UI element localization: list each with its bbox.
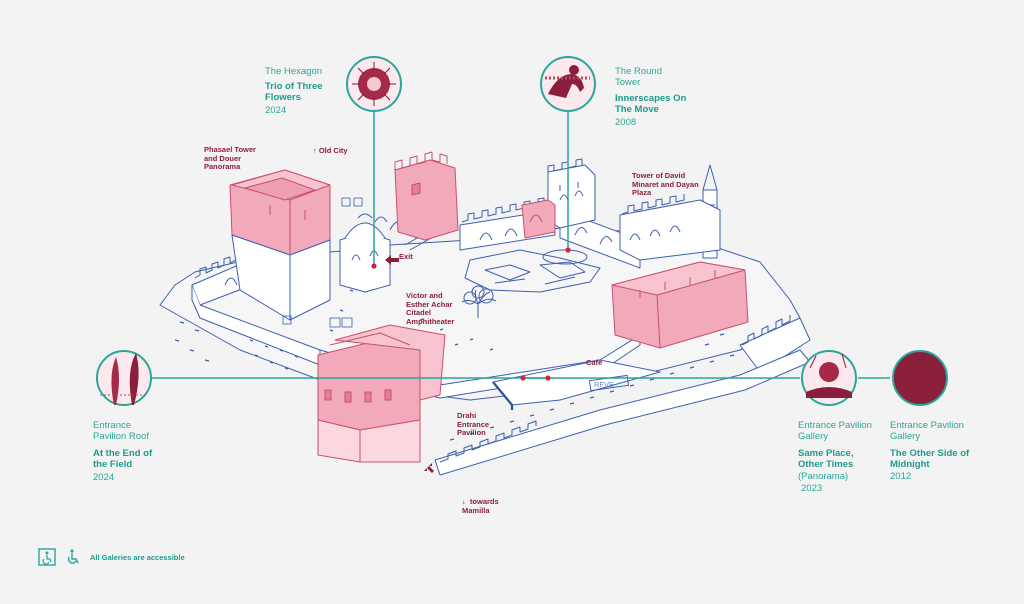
thumb-hexagon[interactable] [346,56,402,112]
entrance-arrow-icon [424,463,434,473]
round-tower-pink [521,199,556,239]
arrow-down-icon: ↓ [462,497,470,506]
marker-round-tower [565,247,571,253]
gallery-midnight-title[interactable]: The Other Side of Midnight [890,448,970,470]
label-cafe: Café [586,358,603,367]
arrow-up-icon: ↑ [313,146,319,155]
thumb-gallery-midnight[interactable] [892,350,948,406]
hexagon-place: The Hexagon [265,66,323,77]
marker-entrance-gallery [545,375,551,381]
hexagon-title[interactable]: Trio of Three Flowers [265,81,323,103]
thumb-entrance-roof[interactable] [96,350,152,406]
marker-entrance-roof [520,375,526,381]
courtyard-ruins [464,249,601,293]
round-tower-title[interactable]: Innerscapes On The Move [615,93,687,115]
hexagon-year: 2024 [265,105,287,116]
entrance-roof-title[interactable]: At the End of the Field [93,448,153,470]
label-minaret: Tower of David Minaret and Dayan Plaza [632,171,699,198]
accessibility-note: All Galeries are accessible [38,548,185,566]
east-wall [559,209,641,269]
gallery-panorama-place: Entrance Pavilion Gallery [798,420,872,442]
entrance-pavilion [317,339,421,431]
restroom-icon [282,197,363,328]
gallery-panorama-title[interactable]: Same Place, Other Times [798,448,854,470]
gallery-panorama-subtitle: (Panorama) [798,471,849,482]
entrance-roof-year: 2024 [93,472,115,483]
accessible-elevator-icon [38,548,56,566]
gallery-midnight-place: Entrance Pavilion Gallery [890,420,964,442]
thumb-gallery-panorama[interactable] [801,350,857,406]
entrance-roof-place: Entrance Pavilion Roof [93,420,149,442]
exit-arrow-icon [385,255,399,265]
gate-tower [394,159,459,241]
label-mamilla: ↓ towards Mamilla [462,497,499,515]
outer-wall-east [739,317,811,373]
marker-hexagon [371,263,377,269]
hexagon-building [339,231,391,293]
gallery-midnight-year: 2012 [890,471,912,482]
olive-tree-icon [461,285,497,318]
label-phasael: Phasael Tower and Douer Panorama [204,145,256,172]
round-tower-year: 2008 [615,117,637,128]
round-tower-place: The Round Tower [615,66,663,88]
label-amphitheater: Victor and Esther Achar Citadel Amphithe… [406,291,455,326]
david-tower-building [619,199,721,261]
gallery-panorama-year: 2023 [801,483,823,494]
label-exit: Exit [399,252,413,261]
label-old-city: ↑ Old City [313,146,348,155]
wheelchair-icon [67,549,79,564]
thumb-round-tower[interactable] [540,56,596,112]
label-sign: RFVE [594,380,615,389]
accessibility-text: All Galeries are accessible [90,552,185,562]
label-drahi: Drahi Entrance Pavilion [457,411,490,438]
